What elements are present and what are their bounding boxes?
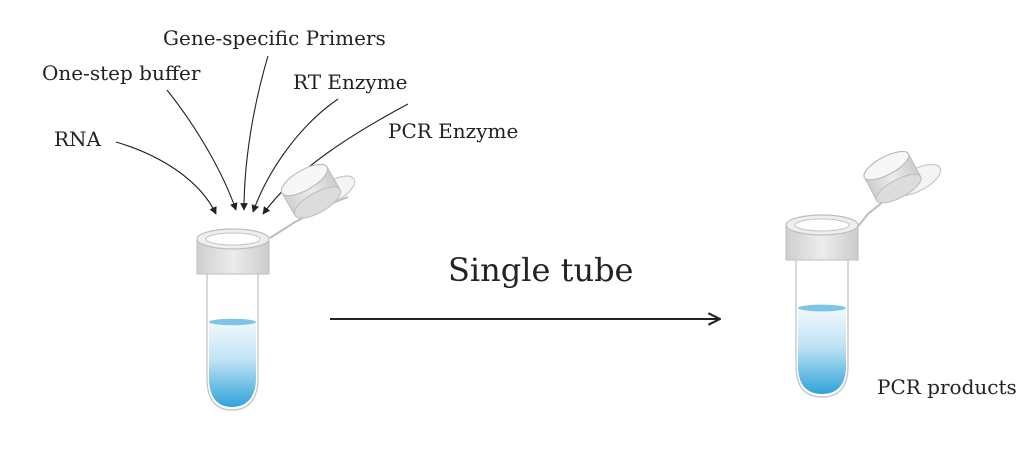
label-pcr-enzyme: PCR Enzyme <box>388 119 518 143</box>
arrow-gene-primers <box>240 55 269 211</box>
open-lid <box>280 163 342 219</box>
lid-strap-right <box>854 199 886 231</box>
arrow-pcr-enzyme <box>262 103 409 215</box>
tube-opening <box>205 232 261 246</box>
label-gene-specific-primers: Gene-specific Primers <box>163 26 386 50</box>
label-pcr-products: PCR products <box>877 375 1017 399</box>
open-tube <box>196 163 356 411</box>
arrow-one-step-buffer <box>166 89 238 211</box>
label-rt-enzyme: RT Enzyme <box>293 70 408 94</box>
tube-liquid-right <box>798 308 846 394</box>
tube-opening-right <box>794 218 850 232</box>
arrow-rt-enzyme <box>251 98 339 213</box>
lid-right <box>863 150 922 204</box>
closed-tube <box>785 150 942 398</box>
label-single-tube: Single tube <box>448 251 633 289</box>
label-one-step-buffer: One-step buffer <box>42 61 201 85</box>
liquid-surface <box>209 318 256 326</box>
reagent-arrows <box>115 55 409 215</box>
label-rna: RNA <box>54 127 102 151</box>
liquid-surface-right <box>798 304 846 312</box>
tube-liquid <box>209 322 256 407</box>
arrow-rna <box>115 141 217 215</box>
